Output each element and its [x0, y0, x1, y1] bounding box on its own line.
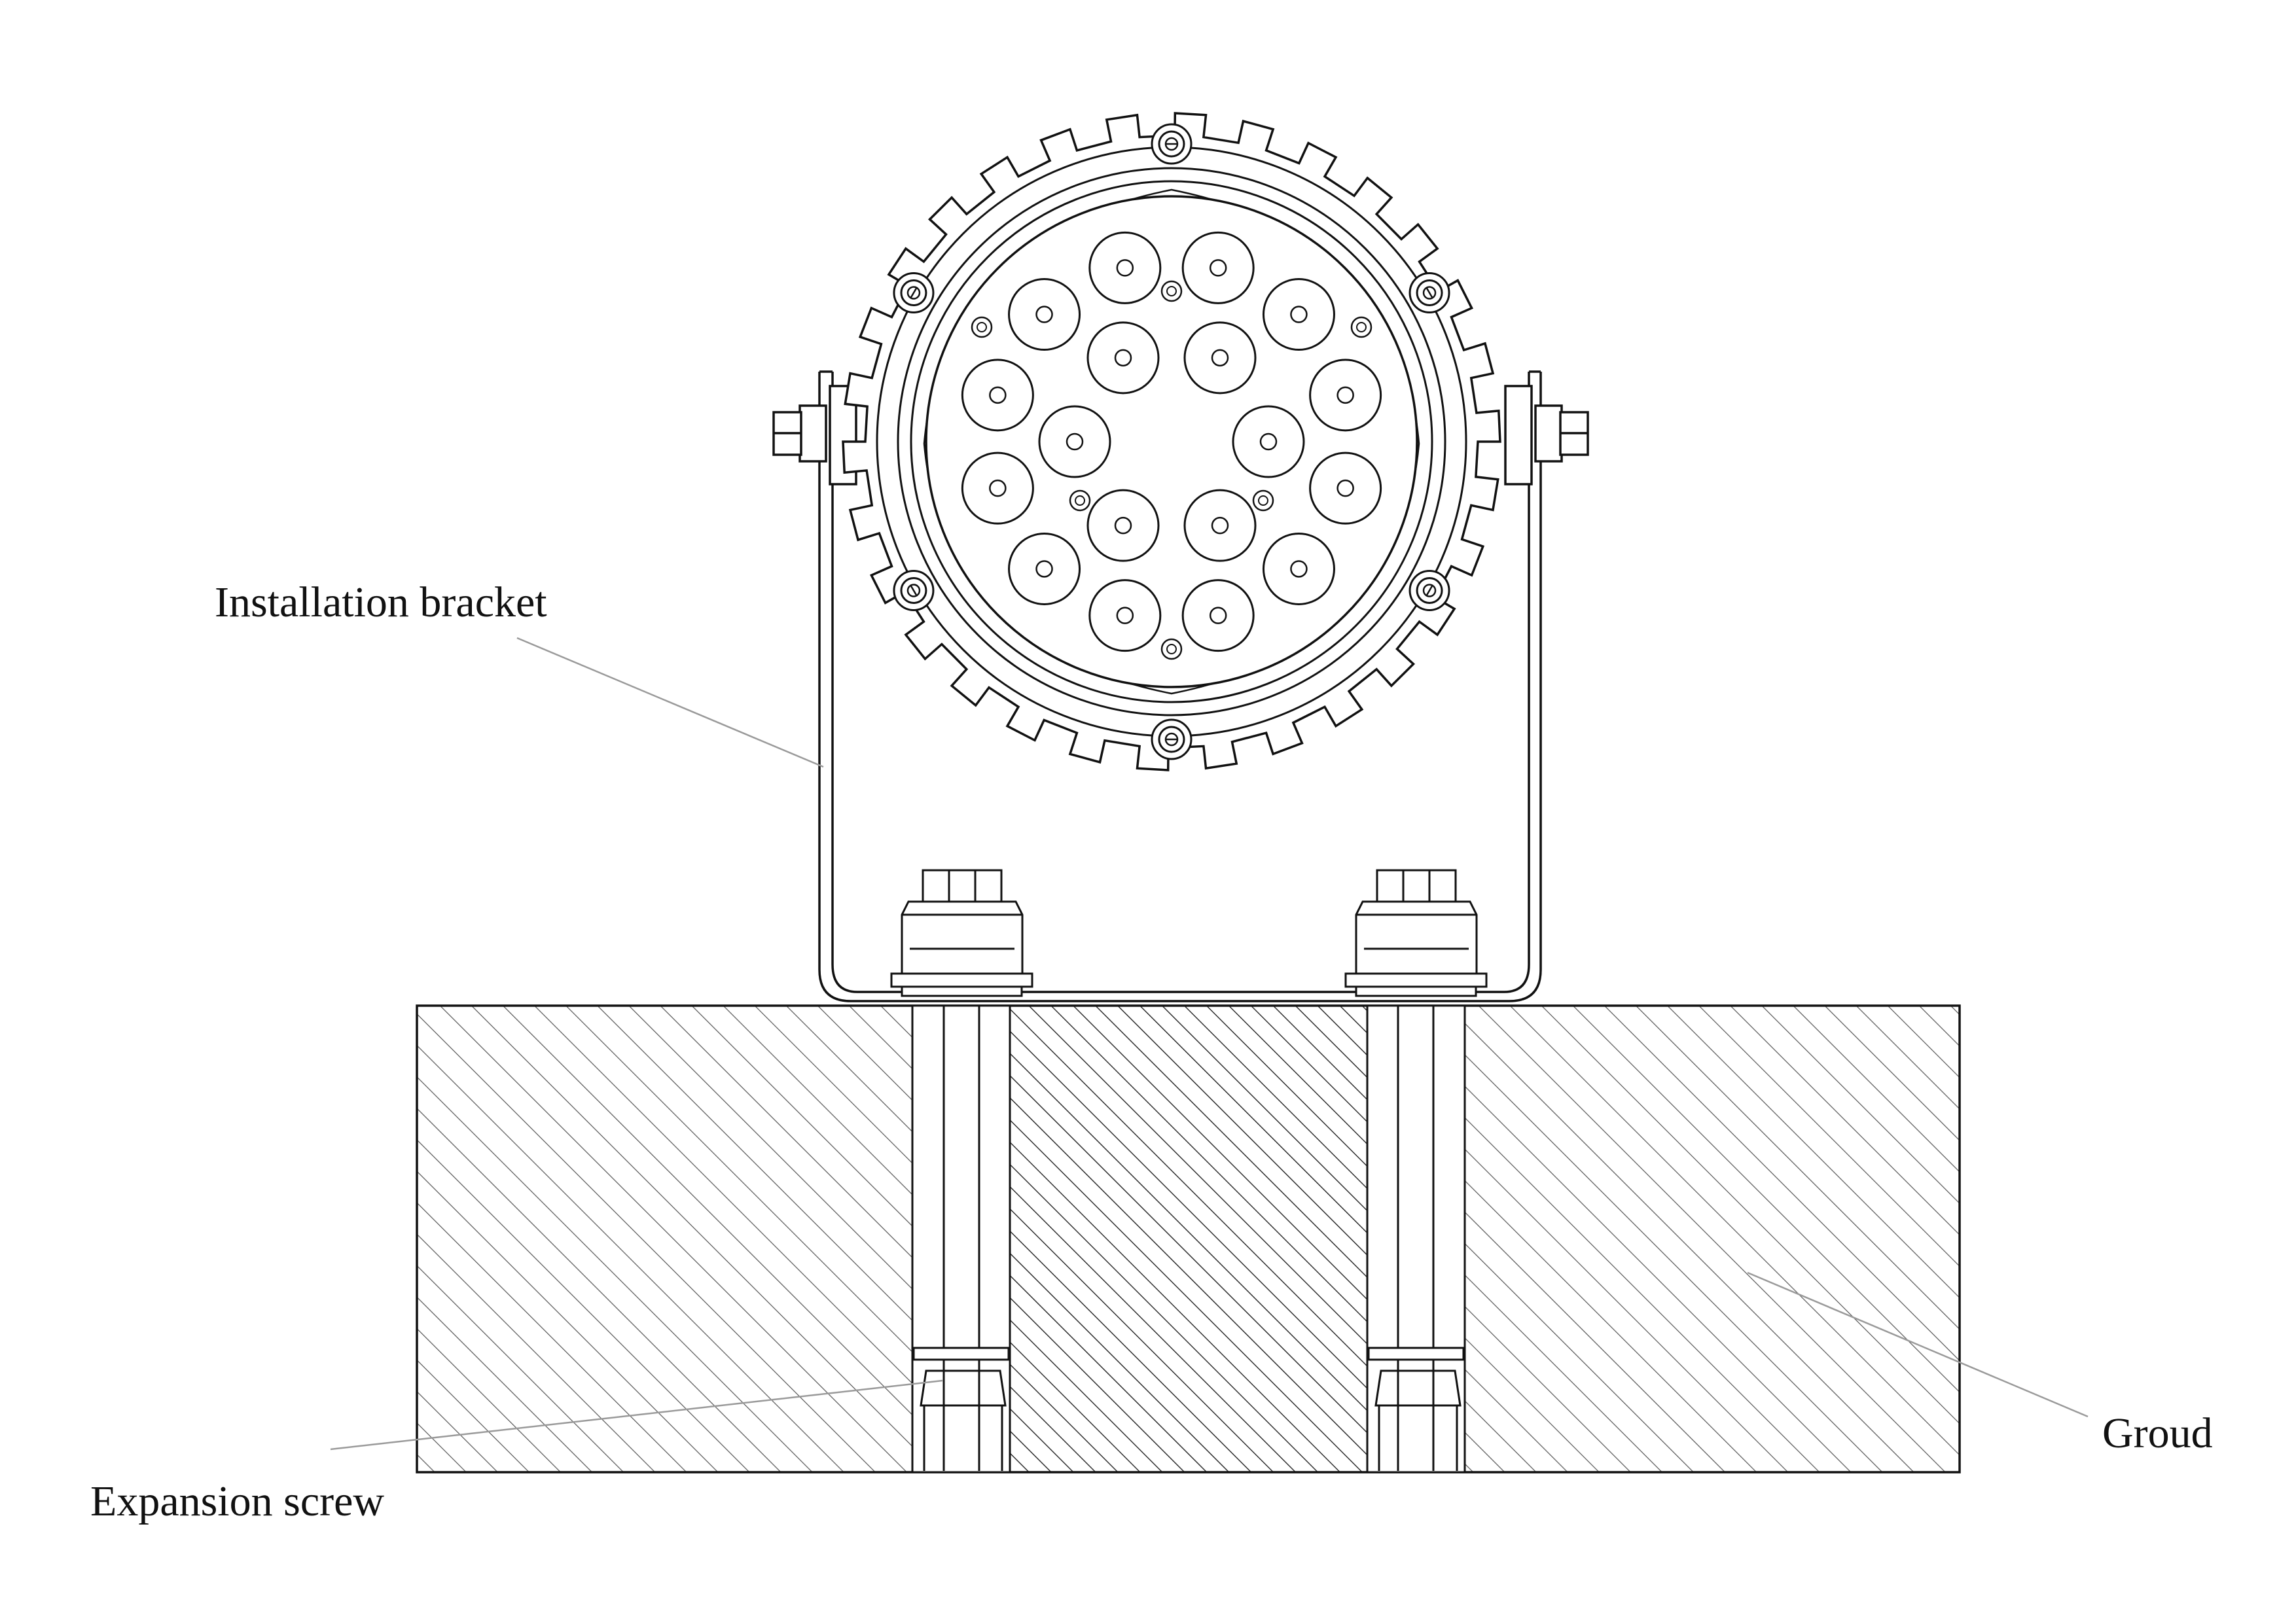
light-fixture [842, 112, 1501, 771]
led [1262, 532, 1335, 605]
housing-screw [1408, 272, 1450, 313]
led [1232, 405, 1305, 478]
led [1086, 321, 1160, 395]
housing-screw [1151, 718, 1193, 760]
led [1086, 489, 1160, 562]
housing-screw [893, 272, 935, 313]
led [1008, 532, 1081, 605]
led [1262, 278, 1335, 351]
lens-screw-hole [1252, 489, 1274, 512]
leader-expansion-screw [330, 1379, 943, 1451]
lens-screw-hole [1160, 280, 1183, 302]
ground-outline [416, 1004, 1961, 1474]
lens-screw-holes [971, 280, 1372, 660]
led [1008, 278, 1081, 351]
base-bolt-left [890, 869, 1033, 997]
expansion-screw-right [1366, 1004, 1466, 1474]
installation-bracket [772, 370, 1589, 1002]
led [961, 451, 1034, 525]
fixture-bezel-inner [910, 180, 1433, 703]
leader-installation-bracket [516, 637, 824, 768]
leader-ground [1747, 1271, 2089, 1418]
lens-screw-hole [1350, 316, 1372, 338]
lens-screw-hole [1069, 489, 1091, 512]
ground-left-section [416, 1004, 914, 1474]
lens-screw-hole [971, 316, 993, 338]
led [1183, 489, 1257, 562]
led-array [961, 231, 1382, 652]
led [1181, 231, 1255, 304]
label-ground: Groud [2102, 1409, 2213, 1457]
led [1038, 405, 1111, 478]
label-installation-bracket: Installation bracket [215, 578, 547, 626]
leader-lines [330, 637, 2089, 1451]
ground-right-section [1463, 1004, 1961, 1474]
led [1181, 579, 1255, 652]
fixture-lens [925, 195, 1418, 688]
led [1088, 579, 1162, 652]
housing-screw [1408, 570, 1450, 611]
led [1309, 359, 1382, 432]
housing-screws [893, 123, 1450, 760]
fixture-bezel-outer [897, 167, 1446, 716]
housing-screw [1151, 123, 1193, 165]
ground-block [416, 1004, 1961, 1474]
led [1309, 451, 1382, 525]
led [1183, 321, 1257, 395]
led [961, 359, 1034, 432]
led [1088, 231, 1162, 304]
label-expansion-screw: Expansion screw [90, 1477, 385, 1525]
lens-screw-hole [1160, 638, 1183, 660]
base-bolt-right [1344, 869, 1488, 997]
ground-center-section [1009, 1004, 1369, 1474]
expansion-screw-left [911, 1004, 1011, 1474]
housing-screw [893, 570, 935, 611]
